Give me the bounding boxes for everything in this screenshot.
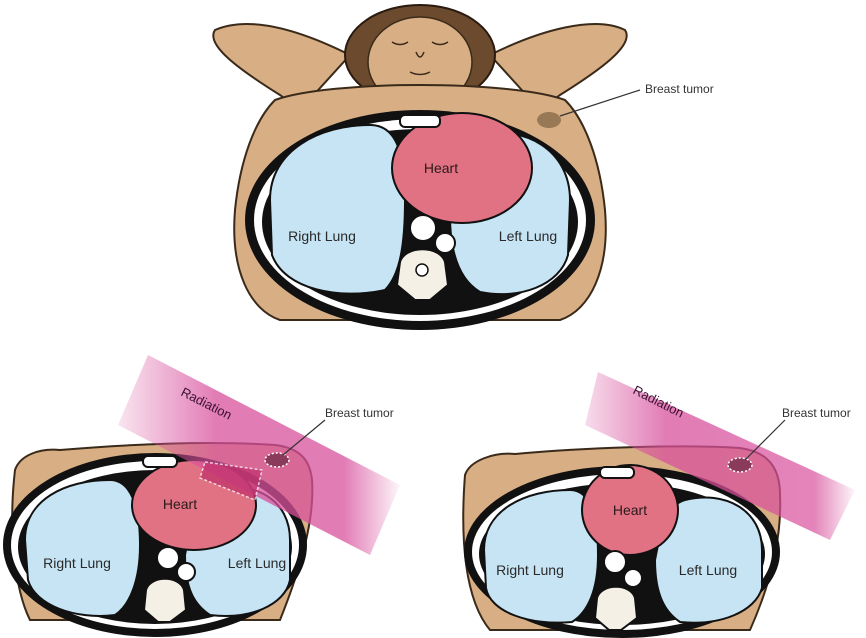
- right-lung-label: Right Lung: [288, 228, 356, 244]
- spine-vertebra: [595, 587, 637, 630]
- breast-tumor-mark: [728, 458, 752, 472]
- sternum: [400, 115, 440, 127]
- bottom-right-panel: Radiation Breast tumor Heart Right Lung …: [463, 372, 855, 638]
- heart: [392, 113, 532, 223]
- sternum: [600, 467, 634, 478]
- heart-label: Heart: [424, 160, 458, 176]
- spine-vertebra: [144, 579, 186, 622]
- top-panel: Heart Right Lung Left Lung Breast tumor: [213, 5, 713, 330]
- breast-tumor-mark: [537, 112, 561, 128]
- left-lung-label: Left Lung: [228, 555, 286, 571]
- right-lung: [25, 480, 140, 616]
- aorta: [410, 215, 436, 241]
- aorta: [604, 551, 626, 573]
- esophagus: [624, 569, 642, 587]
- right-lung-label: Right Lung: [496, 562, 564, 578]
- tumor-callout: Breast tumor: [325, 406, 394, 420]
- breast-tumor-mark: [265, 453, 289, 467]
- sternum: [143, 456, 177, 467]
- aorta: [157, 547, 179, 569]
- left-lung-label: Left Lung: [499, 228, 557, 244]
- heart-label: Heart: [163, 496, 197, 512]
- tumor-callout: Breast tumor: [645, 82, 714, 96]
- heart-label: Heart: [613, 502, 647, 518]
- callout-line: [560, 90, 640, 116]
- bottom-left-panel: Radiation Breast tumor Heart Right Lung …: [3, 355, 400, 637]
- tumor-callout: Breast tumor: [782, 406, 851, 420]
- esophagus: [177, 563, 195, 581]
- esophagus: [435, 233, 455, 253]
- right-lung-label: Right Lung: [43, 555, 111, 571]
- spinal-canal: [416, 264, 428, 276]
- left-lung-label: Left Lung: [679, 562, 737, 578]
